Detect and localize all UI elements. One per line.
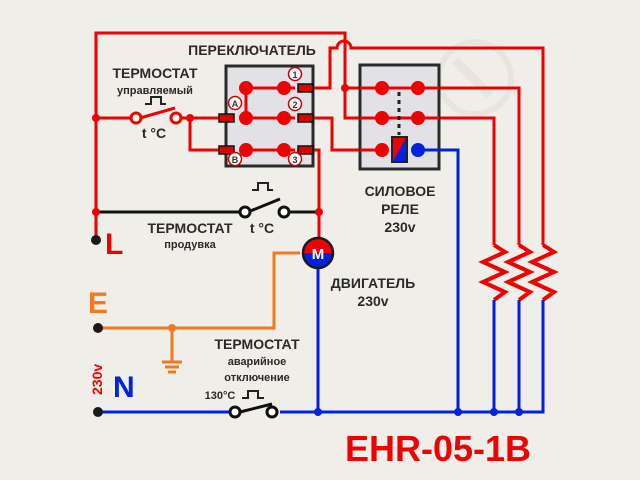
heater-2 [503,243,535,302]
pulse-icon [145,96,166,105]
terminal-n-label: N [113,371,135,404]
heater-3 [527,243,559,302]
switch-output-1: 1 [292,70,297,80]
earth-wires [98,251,300,362]
model-label: EHR-05-1B [345,428,531,469]
terminal-e-label: E [88,287,108,320]
emergency-thermostat-subtitle-2: отключение [224,372,289,384]
switch-title: ПЕРЕКЛЮЧАТЕЛЬ [188,42,316,58]
motor-icon: M [301,236,335,270]
emergency-thermostat-temperature: 130°C [205,390,236,402]
switch-output-2: 2 [292,100,297,110]
motor-symbol: M [312,246,325,263]
terminal-e [93,323,103,333]
motor-title: ДВИГАТЕЛЬ [331,275,415,291]
relay-voltage: 230v [384,219,415,235]
terminal-dots [91,235,103,417]
relay-title-line2: РЕЛЕ [381,201,419,217]
blow-thermostat-subtitle: продувка [164,239,216,251]
terminal-n [93,407,103,417]
selector-switch: A B 1 2 3 [218,64,315,168]
pulse-icon [252,182,273,191]
terminal-l [91,235,101,245]
switch-input-b: B [232,155,239,165]
watermark-gear-icon [436,39,514,117]
controlled-thermostat-switch [129,96,183,125]
switch-output-3: 3 [292,155,297,165]
motor-voltage: 230v [357,293,388,309]
earth-junction [168,324,176,332]
emergency-thermostat-title: ТЕРМОСТАТ [215,336,300,352]
controlled-thermostat-symbol: t °C [142,125,166,141]
relay-title-line1: СИЛОВОЕ [365,183,436,199]
pulse-icon [242,390,264,399]
switch-input-a: A [232,99,239,109]
line-junctions [92,84,349,216]
relay-coil-icon [391,136,408,163]
neutral-junctions [314,408,523,416]
emergency-thermostat-switch [228,390,279,419]
supply-voltage: 230v [89,364,105,395]
terminal-l-label: L [105,228,123,261]
ground-icon [162,360,182,374]
blow-thermostat-switch [238,182,291,219]
heater-elements [478,243,559,302]
controlled-thermostat-subtitle: управляемый [117,85,193,97]
blow-thermostat-symbol: t °C [250,220,274,236]
emergency-thermostat-subtitle-1: аварийное [228,356,287,368]
heater-1 [478,243,510,302]
power-relay [358,63,441,171]
controlled-thermostat-title: ТЕРМОСТАТ [113,65,198,81]
blow-thermostat-title: ТЕРМОСТАТ [148,220,233,236]
